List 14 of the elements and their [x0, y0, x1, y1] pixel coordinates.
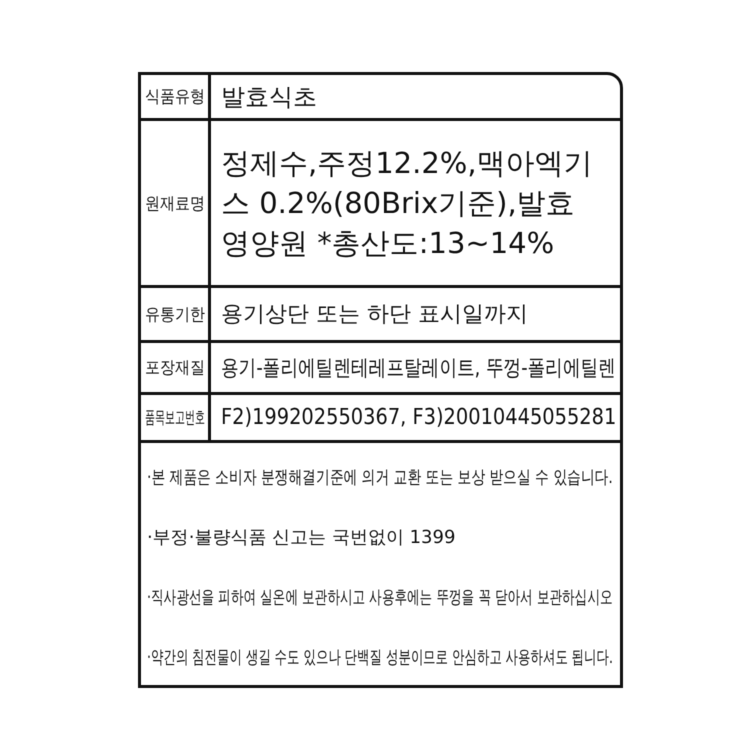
note-text: ·본 제품은 소비자 분쟁해결기준에 의거 교환 또는 보상 받으실 수 있습니다. — [147, 466, 613, 489]
table-header-cell-text: 식품유형 — [144, 86, 204, 108]
table-cell-text: 정제수,주정12.2%,맥아엑기스 0.2%(80Brix기준),발효영양원 *총산도:13~14% — [221, 145, 594, 262]
table-cell-text: 용기-폴리에틸렌테레프탈레이트, 뚜껑-폴리에틸렌 — [221, 354, 616, 382]
table-header-cell-text: 원재료명 — [144, 192, 204, 214]
table-header-cell-text: 포장재질 — [144, 357, 204, 379]
table-cell-text: 발효식초 — [221, 82, 317, 112]
table-header-cell-text: 유통기한 — [144, 304, 204, 326]
table-cell-text: 용기상단 또는 하단 표시일까지 — [221, 301, 528, 329]
note-text: ·직사광선을 피하여 실온에 보관하시고 사용후에는 뚜껑을 꼭 닫아서 보관하십시오 — [147, 586, 613, 609]
table-cell: F2)199202550367, F3)20010445055281 — [221, 405, 616, 430]
table-header-cell-text: 품목보고번호 — [144, 407, 204, 429]
note-text: ·약간의 침전물이 생길 수도 있으나 단백질 성분이므로 안심하고 사용하셔도 됩니다. — [147, 646, 613, 669]
note-text: ·부정·불량식품 신고는 국번없이 1399 — [147, 526, 456, 549]
